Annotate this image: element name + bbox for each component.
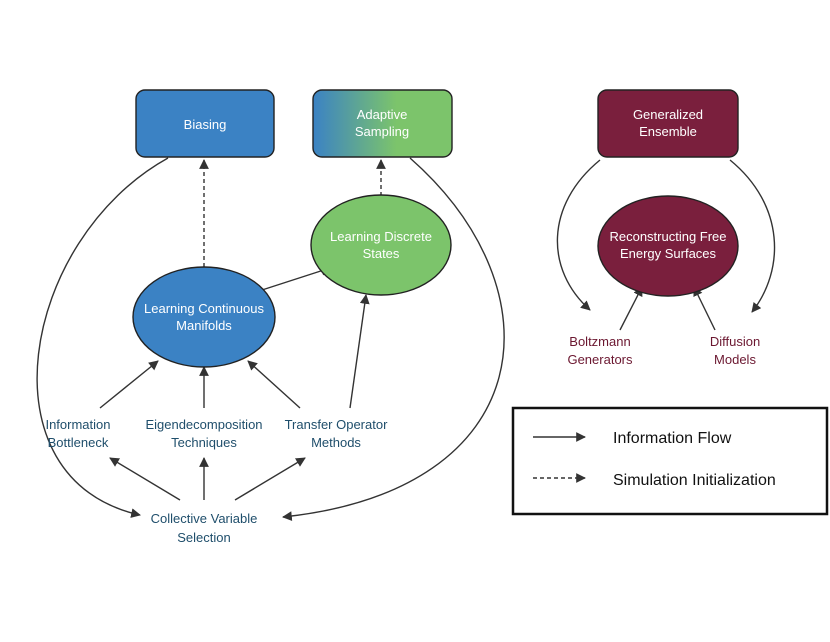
node-learning-continuous-manifolds: Learning Continuous Manifolds bbox=[132, 266, 276, 368]
legend-info-flow-label: Information Flow bbox=[613, 430, 732, 447]
edge-biasing-to-cv-selection bbox=[36, 157, 169, 518]
edge-generalized-to-boltzmann bbox=[556, 159, 601, 311]
node-collective-variable-selection: Collective Variable Selection bbox=[151, 511, 258, 545]
node-discrete-label-1: Learning Discrete bbox=[330, 229, 432, 244]
diffusion-label-2: Models bbox=[714, 352, 756, 367]
edge-bottleneck-to-continuous bbox=[99, 360, 159, 409]
cv-selection-label-2: Selection bbox=[177, 530, 230, 545]
cv-selection-label-1: Collective Variable bbox=[151, 511, 258, 526]
node-reconstructing-free-energy: Reconstructing Free Energy Surfaces bbox=[597, 195, 739, 297]
node-free-energy-label-2: Energy Surfaces bbox=[620, 246, 717, 261]
edge-diffusion-to-free-energy bbox=[693, 286, 716, 331]
node-boltzmann-generators: Boltzmann Generators bbox=[567, 334, 633, 367]
legend: Information Flow Simulation Initializati… bbox=[511, 406, 829, 516]
transfer-label-2: Methods bbox=[311, 435, 361, 450]
boltzmann-label-1: Boltzmann bbox=[569, 334, 630, 349]
node-continuous-label-2: Manifolds bbox=[176, 318, 232, 333]
edge-generalized-to-diffusion bbox=[729, 159, 776, 313]
edge-adaptive-to-cv-selection bbox=[282, 157, 505, 521]
eigen-label-2: Techniques bbox=[171, 435, 237, 450]
node-adaptive-label-1: Adaptive bbox=[357, 107, 408, 122]
node-transfer-operator: Transfer Operator Methods bbox=[285, 417, 389, 450]
edge-transfer-to-discrete bbox=[349, 294, 370, 409]
edge-cv-to-bottleneck bbox=[109, 457, 181, 501]
node-eigendecomposition: Eigendecomposition Techniques bbox=[145, 417, 262, 450]
boltzmann-label-2: Generators bbox=[567, 352, 633, 367]
node-information-bottleneck: Information Bottleneck bbox=[45, 417, 110, 450]
node-learning-discrete-states: Learning Discrete States bbox=[310, 194, 452, 296]
node-adaptive-sampling: Adaptive Sampling bbox=[312, 89, 453, 158]
node-diffusion-models: Diffusion Models bbox=[710, 334, 760, 367]
info-bottleneck-label-1: Information bbox=[45, 417, 110, 432]
edges bbox=[36, 157, 776, 521]
node-generalized-label-1: Generalized bbox=[633, 107, 703, 122]
node-discrete-label-2: States bbox=[363, 246, 400, 261]
node-biasing-label: Biasing bbox=[184, 117, 227, 132]
node-biasing: Biasing bbox=[135, 89, 275, 158]
node-generalized-ensemble: Generalized Ensemble bbox=[597, 89, 739, 158]
edge-cv-to-transfer bbox=[234, 457, 306, 501]
node-free-energy-label-1: Reconstructing Free bbox=[609, 229, 726, 244]
node-adaptive-label-2: Sampling bbox=[355, 124, 409, 139]
legend-box bbox=[511, 406, 829, 516]
transfer-label-1: Transfer Operator bbox=[285, 417, 389, 432]
node-generalized-label-2: Ensemble bbox=[639, 124, 697, 139]
eigen-label-1: Eigendecomposition bbox=[145, 417, 262, 432]
info-bottleneck-label-2: Bottleneck bbox=[48, 435, 109, 450]
edge-transfer-to-continuous bbox=[247, 360, 301, 409]
node-continuous-label-1: Learning Continuous bbox=[144, 301, 264, 316]
edge-continuous-to-discrete bbox=[261, 266, 331, 291]
edge-boltzmann-to-free-energy bbox=[619, 286, 643, 331]
diffusion-label-1: Diffusion bbox=[710, 334, 760, 349]
legend-sim-init-label: Simulation Initialization bbox=[613, 472, 776, 489]
